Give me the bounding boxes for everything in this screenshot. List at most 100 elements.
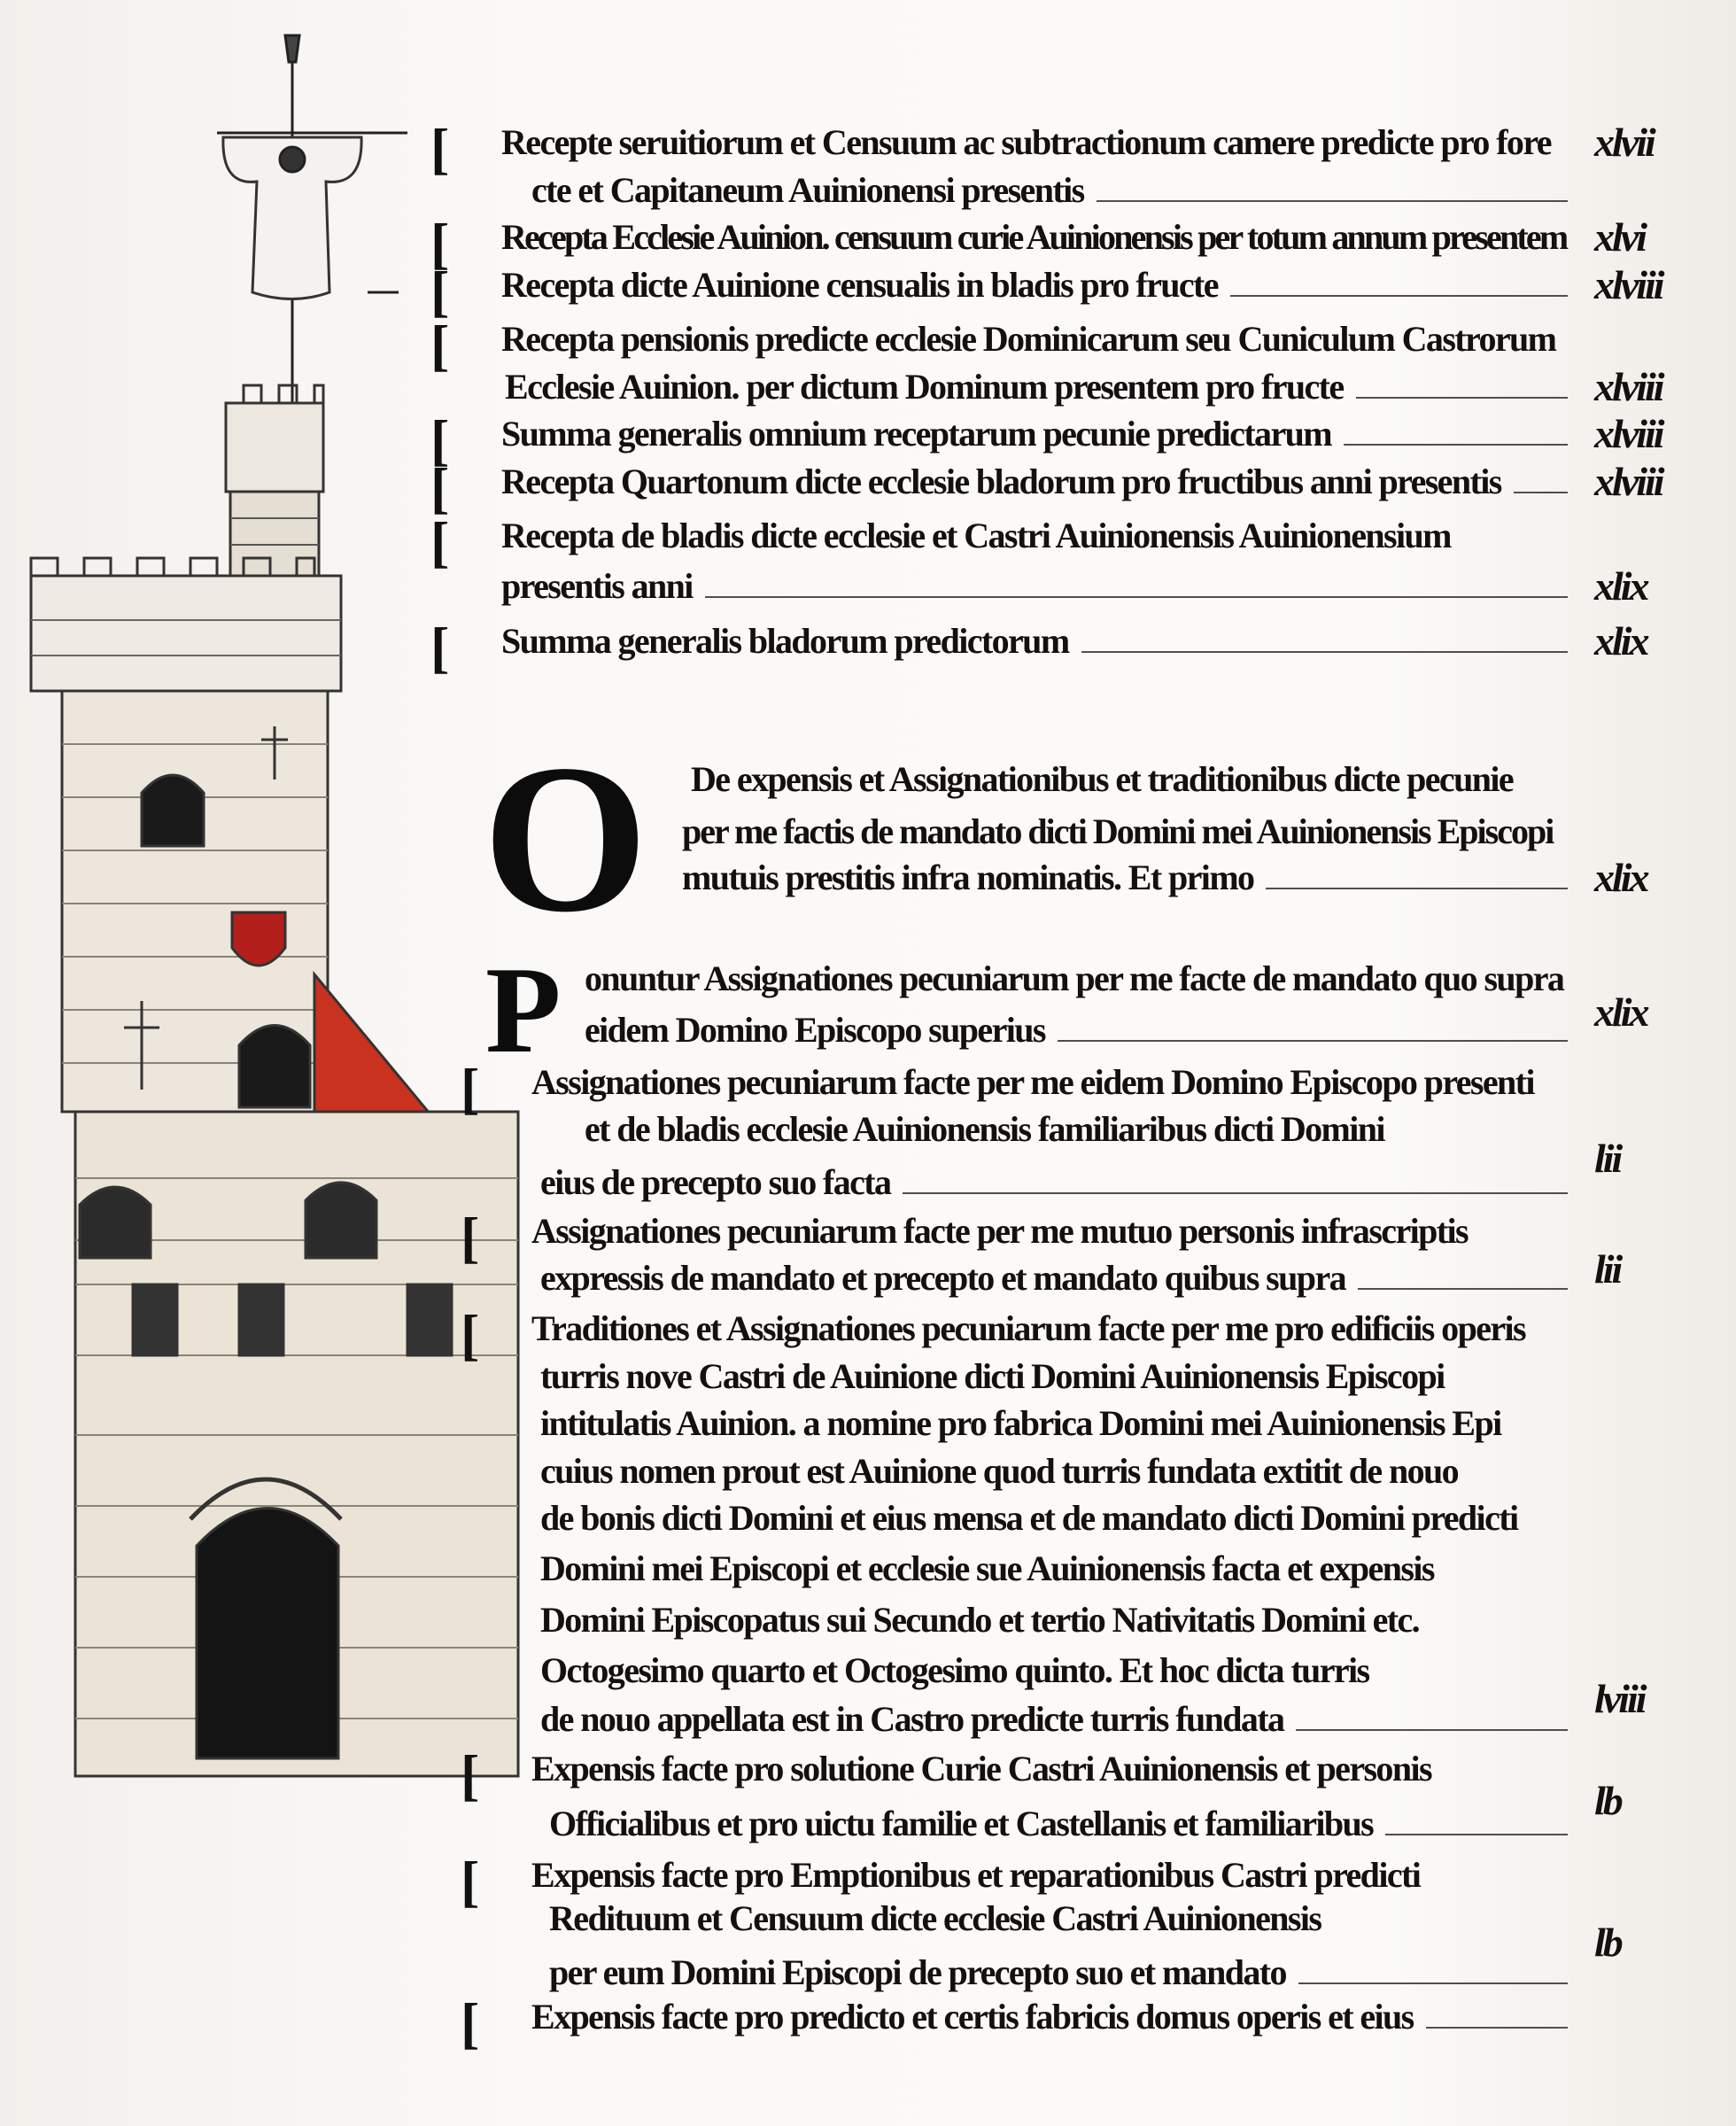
paragraph-mark-icon: [: [430, 408, 450, 471]
folio-numeral: xlviii: [1594, 364, 1665, 409]
manuscript-line: per me factis de mandato dicti Domini me…: [682, 811, 1568, 852]
manuscript-line: Expensis facte pro predicto et certis fa…: [531, 1997, 1568, 2037]
manuscript-line: Recepte seruitiorum et Censuum ac subtra…: [501, 122, 1568, 163]
manuscript-line: de nouo appellata est in Castro predicte…: [540, 1699, 1568, 1740]
manuscript-line: De expensis et Assignationibus et tradit…: [691, 759, 1568, 800]
line-text: turris nove Castri de Auinione dicti Dom…: [540, 1356, 1445, 1396]
manuscript-line: Recepta dicte Auinione censualis in blad…: [501, 265, 1568, 306]
line-text: Recepta pensionis predicte ecclesie Domi…: [501, 319, 1557, 359]
tower-body: [60, 689, 329, 1113]
line-text: eius de precepto suo facta: [540, 1162, 892, 1202]
banner-icon: [217, 34, 407, 403]
line-text: Recepta Quartonum dicte ecclesie bladoru…: [501, 462, 1502, 501]
manuscript-line: Assignationes pecuniarum facte per me ei…: [531, 1062, 1568, 1103]
manuscript-line: eidem Domino Episcopo superius: [585, 1010, 1568, 1051]
paragraph-mark-icon: [: [430, 212, 450, 275]
manuscript-line: Traditiones et Assignationes pecuniarum …: [531, 1308, 1568, 1349]
folio-numeral: lviii: [1594, 1676, 1647, 1721]
manuscript-line: turris nove Castri de Auinione dicti Dom…: [540, 1356, 1568, 1397]
folio-numeral: lb: [1594, 1920, 1624, 1965]
folio-numeral: xlix: [1594, 989, 1650, 1035]
ruling-line: [1229, 295, 1568, 297]
line-text: De expensis et Assignationibus et tradit…: [691, 759, 1515, 799]
folio-numeral: xlviii: [1594, 459, 1665, 504]
manuscript-line: expressis de mandato et precepto et mand…: [540, 1258, 1568, 1299]
paragraph-mark-icon: [: [430, 510, 450, 573]
line-text: Summa generalis bladorum predictorum: [501, 621, 1070, 661]
line-text: presentis anni: [501, 566, 694, 606]
line-text: eidem Domino Episcopo superius: [585, 1010, 1046, 1050]
folio-numeral: lii: [1594, 1246, 1623, 1292]
manuscript-line: Recepta pensionis predicte ecclesie Domi…: [501, 319, 1568, 360]
manuscript-line: cuius nomen prout est Auinione quod turr…: [540, 1451, 1568, 1492]
manuscript-line: Recepta de bladis dicte ecclesie et Cast…: [501, 516, 1568, 556]
ruling-line: [1298, 1982, 1568, 1984]
manuscript-line: Expensis facte pro Emptionibus et repara…: [531, 1855, 1568, 1896]
folio-numeral: xlix: [1594, 855, 1650, 900]
line-text: Domini mei Episcopi et ecclesie sue Auin…: [540, 1548, 1435, 1588]
line-text: Summa generalis omnium receptarum pecuni…: [501, 414, 1333, 454]
gatehouse: [74, 1110, 520, 1778]
ruling-line: [1266, 888, 1568, 889]
line-text: Recepte seruitiorum et Censuum ac subtra…: [501, 122, 1553, 162]
paragraph-mark-icon: [: [430, 456, 450, 519]
ruling-line: [1096, 200, 1568, 202]
ruling-line: [1296, 1729, 1568, 1731]
line-text: et de bladis ecclesie Auinionensis famil…: [585, 1109, 1386, 1149]
folio-numeral: lii: [1594, 1136, 1623, 1181]
folio-numeral: xlix: [1594, 618, 1650, 663]
line-text: Recepta dicte Auinione censualis in blad…: [501, 265, 1220, 305]
line-text: per me factis de mandato dicti Domini me…: [682, 811, 1554, 851]
ruling-line: [704, 596, 1568, 598]
line-text: onuntur Assignationes pecuniarum per me …: [585, 958, 1565, 998]
paragraph-mark-icon: [: [461, 1206, 480, 1269]
manuscript-line: Recepta Ecclesie Auinion. censuum curie …: [501, 217, 1569, 258]
line-text: de bonis dicti Domini et eius mensa et d…: [540, 1498, 1519, 1538]
ruling-line: [1057, 1040, 1568, 1042]
line-text: Expensis facte pro predicto et certis fa…: [531, 1997, 1414, 2037]
manuscript-line: Officialibus et pro uictu familie et Cas…: [549, 1804, 1568, 1844]
line-text: intitulatis Auinion. a nomine pro fabric…: [540, 1403, 1502, 1443]
manuscript-line: Redituum et Censuum dicte ecclesie Castr…: [549, 1898, 1568, 1939]
manuscript-line: Domini Episcopatus sui Secundo et tertio…: [540, 1600, 1568, 1641]
manuscript-line: Ecclesie Auinion. per dictum Dominum pre…: [505, 367, 1568, 407]
red-roof: [313, 970, 446, 1131]
paragraph-mark-icon: [: [461, 1850, 480, 1913]
line-text: expressis de mandato et precepto et mand…: [540, 1258, 1347, 1298]
line-text: Domini Episcopatus sui Secundo et tertio…: [540, 1600, 1421, 1640]
ruling-line: [1513, 492, 1568, 493]
line-text: Officialibus et pro uictu familie et Cas…: [549, 1804, 1375, 1843]
line-text: mutuis prestitis infra nominatis. Et pri…: [682, 857, 1255, 897]
manuscript-line: et de bladis ecclesie Auinionensis famil…: [585, 1109, 1568, 1150]
line-text: Redituum et Censuum dicte ecclesie Castr…: [549, 1898, 1322, 1938]
folio-numeral: xlvii: [1594, 120, 1656, 165]
ruling-line: [1355, 397, 1568, 399]
manuscript-line: Recepta Quartonum dicte ecclesie bladoru…: [501, 462, 1568, 502]
manuscript-line: Octogesimo quarto et Octogesimo quinto. …: [540, 1650, 1568, 1691]
paragraph-mark-icon: [: [430, 616, 450, 679]
line-text: Recepta Ecclesie Auinion. censuum curie …: [501, 217, 1569, 257]
manuscript-line: onuntur Assignationes pecuniarum per me …: [585, 958, 1568, 999]
paragraph-mark-icon: [: [461, 1303, 480, 1366]
manuscript-line: eius de precepto suo facta: [540, 1162, 1568, 1203]
ruling-line: [1358, 1288, 1568, 1290]
manuscript-line: mutuis prestitis infra nominatis. Et pri…: [682, 857, 1568, 898]
paragraph-mark-icon: [: [461, 1057, 480, 1120]
line-text: Expensis facte pro solutione Curie Castr…: [531, 1749, 1433, 1788]
gate-door: [195, 1507, 340, 1760]
decorated-initial: P: [485, 942, 562, 1079]
folio-numeral: xlviii: [1594, 262, 1665, 307]
ruling-line: [903, 1192, 1568, 1194]
paragraph-mark-icon: [: [430, 117, 450, 180]
manuscript-line: Assignationes pecuniarum facte per me mu…: [531, 1211, 1568, 1252]
line-text: Recepta de bladis dicte ecclesie et Cast…: [501, 516, 1452, 555]
manuscript-line: Summa generalis omnium receptarum pecuni…: [501, 414, 1568, 454]
line-text: per eum Domini Episcopi de precepto suo …: [549, 1952, 1287, 1992]
line-text: cuius nomen prout est Auinione quod turr…: [540, 1451, 1460, 1491]
shield-icon: [230, 911, 287, 967]
line-text: de nouo appellata est in Castro predicte…: [540, 1699, 1285, 1739]
line-text: Expensis facte pro Emptionibus et repara…: [531, 1855, 1422, 1895]
manuscript-line: cte et Capitaneum Auinionensi presentis: [531, 170, 1568, 211]
decorated-initial: O: [483, 720, 648, 956]
